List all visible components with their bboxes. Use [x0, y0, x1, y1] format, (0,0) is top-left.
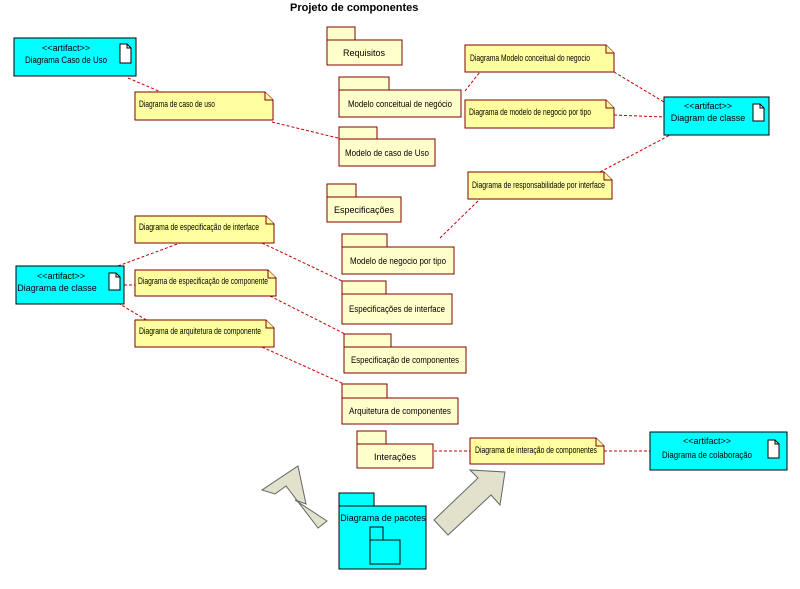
package-arquitetura-componentes[interactable]: Arquitetura de componentes [341, 383, 459, 425]
package-arquitetura-componentes-label: Arquitetura de componentes [349, 406, 451, 416]
package-interacoes[interactable]: Interações [356, 430, 434, 469]
artifact-classe-right[interactable]: <<artifact>> Diagram de classe [663, 96, 770, 136]
artifact-classe-left-stereotype: <<artifact>> [37, 271, 85, 281]
artifact-caso-uso-stereotype: <<artifact>> [42, 43, 90, 53]
document-icon [108, 272, 121, 291]
link-classe-left-note-3 [117, 302, 149, 322]
document-icon [767, 439, 780, 459]
package-especificacao-componentes[interactable]: Especificação de componentes [343, 333, 467, 374]
note-arquitetura-componente-label: Diagrama de arquitetura de componente [139, 326, 261, 336]
connector-links [117, 71, 673, 452]
package-especificacoes-label: Especificações [334, 205, 395, 215]
note-especificacao-interface[interactable]: Diagrama de especificação de interface [134, 215, 275, 244]
note-especificacao-componente[interactable]: Diagrama de especificação de componente [134, 269, 277, 297]
note-modelo-negocio-tipo[interactable]: Diagrama de modelo de negocio por tipo [464, 99, 615, 129]
artifact-caso-uso-label: Diagrama Caso de Uso [25, 55, 107, 65]
link-note-modelonegocio [439, 198, 481, 239]
note-responsabilidade-interface[interactable]: Diagrama de responsabilidade por interfa… [467, 171, 613, 200]
package-icon [369, 526, 401, 565]
arrow-up-left-icon [260, 465, 328, 529]
package-diagrama-pacotes-label: Diagrama de pacotes [340, 513, 426, 523]
artifact-classe-left[interactable]: <<artifact>> Diagrama de classe [15, 265, 125, 305]
package-requisitos[interactable]: Requisitos [326, 26, 403, 66]
note-especificacao-componente-label: Diagrama de especificação de componente [138, 276, 268, 286]
link-note-classe-right-1 [613, 71, 665, 103]
package-interacoes-label: Interações [374, 452, 417, 462]
link-note-modeloconceitual [464, 71, 481, 92]
package-diagrama-pacotes[interactable]: Diagrama de pacotes [338, 492, 427, 570]
package-modelo-caso-uso-label: Modelo de caso de Uso [345, 148, 429, 158]
artifact-colaboracao[interactable]: <<artifact>> Diagrama de colaboração [649, 431, 788, 471]
artifact-classe-right-label: Diagram de classe [671, 113, 746, 123]
package-especificacao-componentes-label: Especificação de componentes [351, 355, 459, 365]
link-note-modelocasouso [271, 121, 343, 140]
note-interacao-componentes-label: Diagrama de interação de componentes [475, 445, 597, 455]
package-modelo-conceitual-label: Modelo conceitual de negócio [348, 99, 452, 109]
artifact-classe-right-stereotype: <<artifact>> [684, 101, 732, 111]
link-note-classe-right-2 [613, 114, 665, 118]
note-modelo-negocio-tipo-label: Diagrama de modelo de negocio por tipo [469, 107, 591, 117]
note-modelo-conceitual-negocio[interactable]: Diagrama Modelo conceitual do negocio [464, 44, 615, 73]
package-modelo-negocio-tipo[interactable]: Modelo de negocio por tipo [341, 233, 455, 275]
package-modelo-caso-uso[interactable]: Modelo de caso de Uso [338, 126, 436, 167]
note-arquitetura-componente[interactable]: Diagrama de arquitetura de componente [134, 319, 275, 348]
package-especificacoes-interface-label: Especificações de interface [349, 304, 445, 314]
package-especificacoes[interactable]: Especificações [326, 183, 402, 223]
package-modelo-negocio-tipo-label: Modelo de negocio por tipo [350, 256, 446, 266]
link-note-arquitetura [261, 346, 345, 385]
link-classe-left-note-1 [117, 242, 181, 267]
package-requisitos-label: Requisitos [343, 48, 386, 58]
note-caso-uso[interactable]: Diagrama de caso de uso [134, 91, 274, 121]
artifact-caso-uso[interactable]: <<artifact>> Diagrama Caso de Uso [13, 37, 137, 77]
link-note-classe-right-3 [599, 133, 673, 173]
package-especificacoes-interface[interactable]: Especificações de interface [341, 280, 453, 325]
arrow-up-right-icon [433, 469, 506, 536]
document-icon [119, 43, 132, 64]
note-interacao-componentes[interactable]: Diagrama de interação de componentes [469, 437, 605, 465]
package-modelo-conceitual[interactable]: Modelo conceitual de negócio [338, 76, 462, 118]
artifact-colaboracao-label: Diagrama de colaboração [662, 450, 752, 460]
document-icon [752, 103, 765, 122]
note-especificacao-interface-label: Diagrama de especificação de interface [139, 222, 259, 232]
note-caso-uso-label: Diagrama de caso de uso [139, 99, 215, 109]
link-note-espcomponentes [269, 295, 346, 335]
artifact-classe-left-label: Diagrama de classe [17, 283, 97, 293]
note-responsabilidade-interface-label: Diagrama de responsabilidade por interfa… [472, 180, 605, 190]
artifact-colaboracao-stereotype: <<artifact>> [683, 436, 731, 446]
diagram-title: Projeto de componentes [290, 2, 418, 14]
note-modelo-conceitual-negocio-label: Diagrama Modelo conceitual do negocio [470, 53, 590, 63]
